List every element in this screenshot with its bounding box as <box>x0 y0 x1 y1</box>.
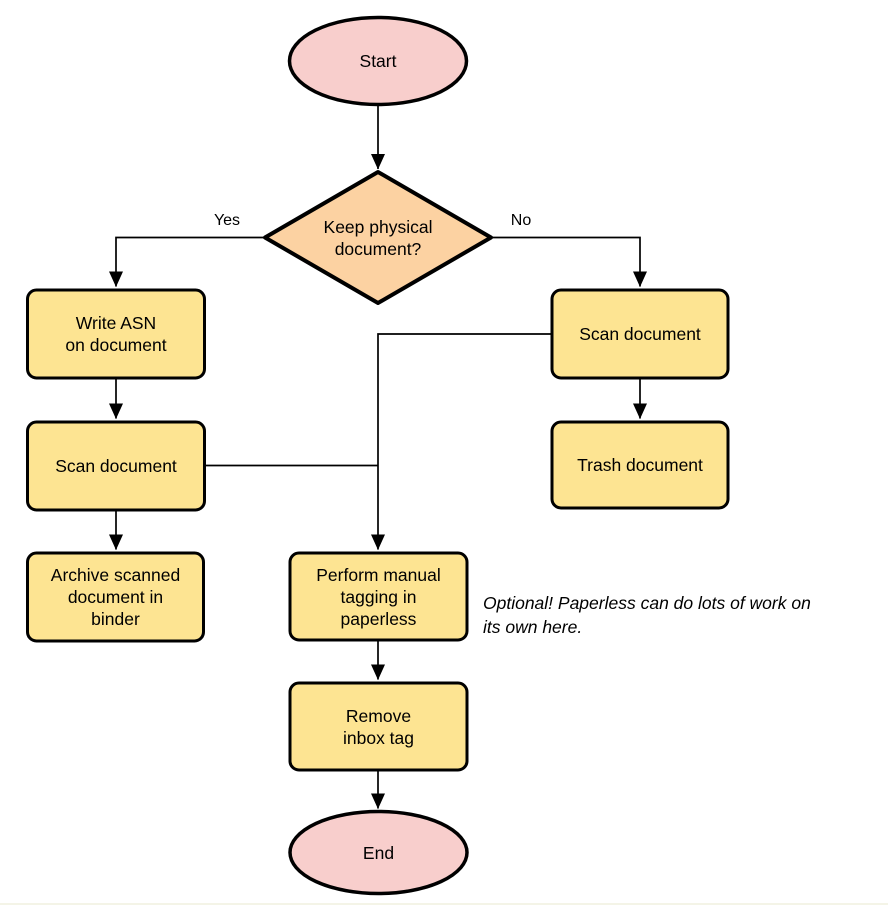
node-end-shape <box>288 809 469 896</box>
annotation-optional-note: Optional! Paperless can do lots of work … <box>483 593 811 637</box>
node-start-shape <box>287 15 469 107</box>
node-remove-inbox-shape <box>288 681 469 772</box>
node-trash-shape <box>550 420 730 510</box>
node-tagging-shape <box>288 551 469 642</box>
node-scan-right-shape <box>550 288 730 380</box>
edge-decision-no-to-scan-right <box>491 236 647 287</box>
node-decision-shape <box>263 170 493 305</box>
node-scan-left-shape <box>26 420 206 512</box>
edge-scan-right-to-tagging <box>371 333 552 550</box>
node-archive-shape <box>26 551 205 643</box>
page-bottom-divider <box>0 903 888 905</box>
edge-decision-yes-to-write-asn <box>109 236 265 287</box>
node-write-asn-shape <box>26 288 206 380</box>
